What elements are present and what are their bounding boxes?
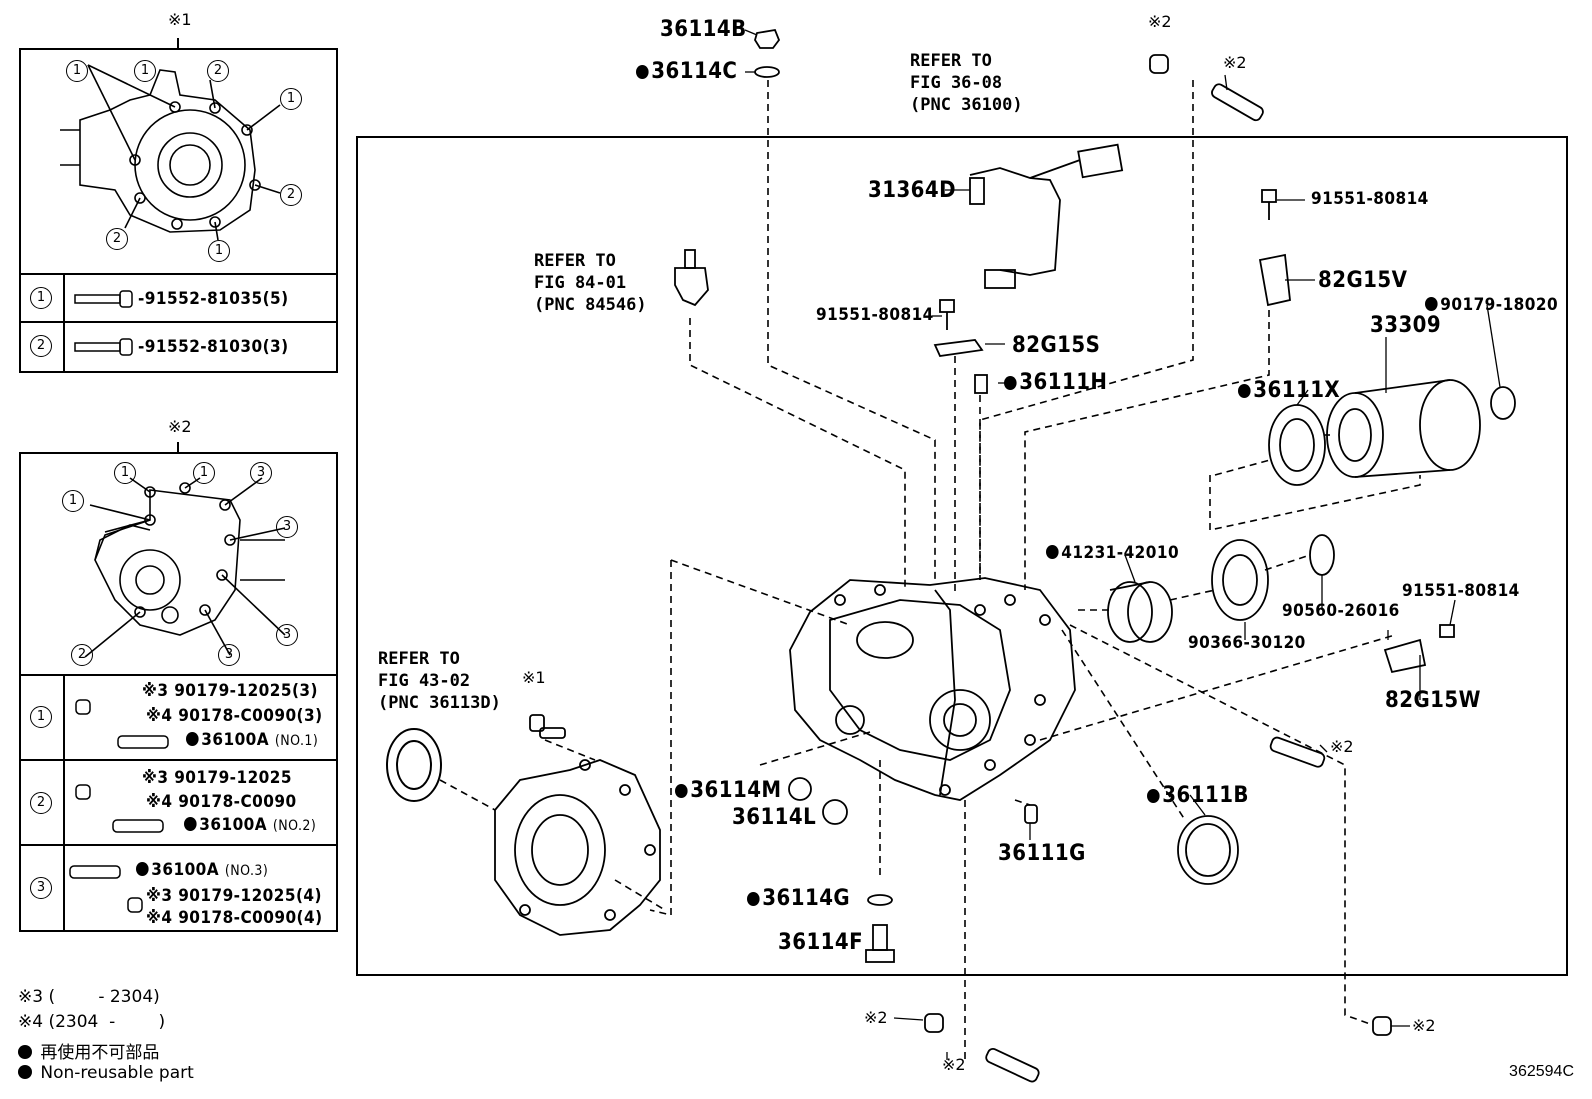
inset2-row2-circle: 2 [30,792,52,814]
mark-nut-bottom-right: ※2 [1412,1016,1436,1035]
label-36114M: 36114M [675,780,782,802]
label-36111H: 36111H [1004,372,1107,394]
label-33309: 33309 [1370,313,1442,338]
label-82G15V: 82G15V [1318,268,1408,293]
inset1-callout-2b: 2 [280,184,302,206]
inset2-row2-b: ※4 90178-C0090 [146,792,297,812]
inset2-callout-h: 3 [218,644,240,666]
mark-stud-top-a: ※2 [1148,12,1172,31]
inset2-row3-b: ※3 90179-12025(4) [146,886,322,906]
figure-number: 362594C [1509,1063,1574,1080]
legend-nonreusable-en: Non-reusable part [18,1063,194,1083]
label-90560-26016: 90560-26016 [1282,601,1400,621]
refer-fig-84-01: REFER TO FIG 84-01 (PNC 84546) [534,251,647,315]
inset2-row3-circle: 3 [30,877,52,899]
inset2-housing-drawing [84,477,286,658]
legend-note-4: ※4 (2304 - ) [18,1012,166,1032]
inset1-row1-circle: 1 [30,287,52,309]
inset2-row3-a: 36100A (NO.3) [136,862,268,879]
assembly-frame [356,136,1568,976]
inset2-callout-f: 2 [71,644,93,666]
inset2-row1-a: ※3 90179-12025(3) [142,681,318,701]
mark-stud-right: ※2 [1330,737,1354,756]
refer-fig-43-02: REFER TO FIG 43-02 (PNC 36113D) [378,649,501,713]
inset1-row2-part: -91552-81030(3) [138,337,289,357]
refer-fig-36-08: REFER TO FIG 36-08 (PNC 36100) [910,51,1023,115]
inset2-callout-a: 1 [114,462,136,484]
label-31364D: 31364D [868,178,957,203]
label-36114G: 36114G [747,888,850,910]
inset2-callout-d: 1 [62,490,84,512]
inset2-row2-c: 36100A (NO.2) [184,817,316,834]
legend-nonreusable-jp: 再使用不可部品 [18,1038,159,1063]
mark-bolt-1: ※1 [522,668,546,687]
inset1-callout-2a: 2 [207,60,229,82]
label-36111G: 36111G [998,841,1086,866]
label-91551-80814-right: 91551-80814 [1402,581,1520,601]
label-36114B: 36114B [660,17,747,42]
inset2-callout-b: 1 [193,462,215,484]
inset1-callout-1b: 1 [134,60,156,82]
mark-nut-bottom: ※2 [864,1008,888,1027]
label-36111B: 36111B [1147,785,1249,807]
transfer-case-housing-drawing [789,577,1076,801]
label-91551-80814-top: 91551-80814 [1311,189,1429,209]
inset2-callout-e: 3 [276,516,298,538]
label-82G15S: 82G15S [1012,333,1101,358]
inset1-callout-1a: 1 [66,60,88,82]
inset1-callout-2c: 2 [106,228,128,250]
label-36114C: 36114C [636,61,737,83]
inset2-row1-c: 36100A (NO.1) [186,732,318,749]
inset1-row2-circle: 2 [30,335,52,357]
inset2-row1-b: ※4 90178-C0090(3) [146,706,323,726]
label-36111X: 36111X [1238,380,1340,402]
label-36114F: 36114F [778,930,864,955]
inset2-row3-c: ※4 90178-C0090(4) [146,908,323,928]
inset1-callout-1d: 1 [208,240,230,262]
inset2-callout-g: 3 [276,624,298,646]
inset2-row1-circle: 1 [30,706,52,728]
mark-stud-bottom: ※2 [942,1055,966,1074]
mark-stud-top-b: ※2 [1223,53,1247,72]
extension-housing-drawing [494,759,661,936]
inset2-callout-c: 3 [250,462,272,484]
label-90366-30120: 90366-30120 [1188,633,1306,653]
label-91551-80814-center: 91551-80814 [816,305,934,325]
label-41231-42010: 41231-42010 [1046,545,1179,562]
inset1-housing-drawing [60,64,281,241]
inset2-row2-a: ※3 90179-12025 [142,768,292,788]
label-90179-18020: 90179-18020 [1425,297,1558,314]
label-36114L: 36114L [732,805,817,830]
legend-note-3: ※3 ( - 2304) [18,987,160,1007]
inset1-marker: ※1 [168,10,192,29]
inset1-row1-part: -91552-81035(5) [138,289,289,309]
inset1-callout-1c: 1 [280,88,302,110]
inset2-marker: ※2 [168,417,192,436]
label-82G15W: 82G15W [1385,688,1481,713]
